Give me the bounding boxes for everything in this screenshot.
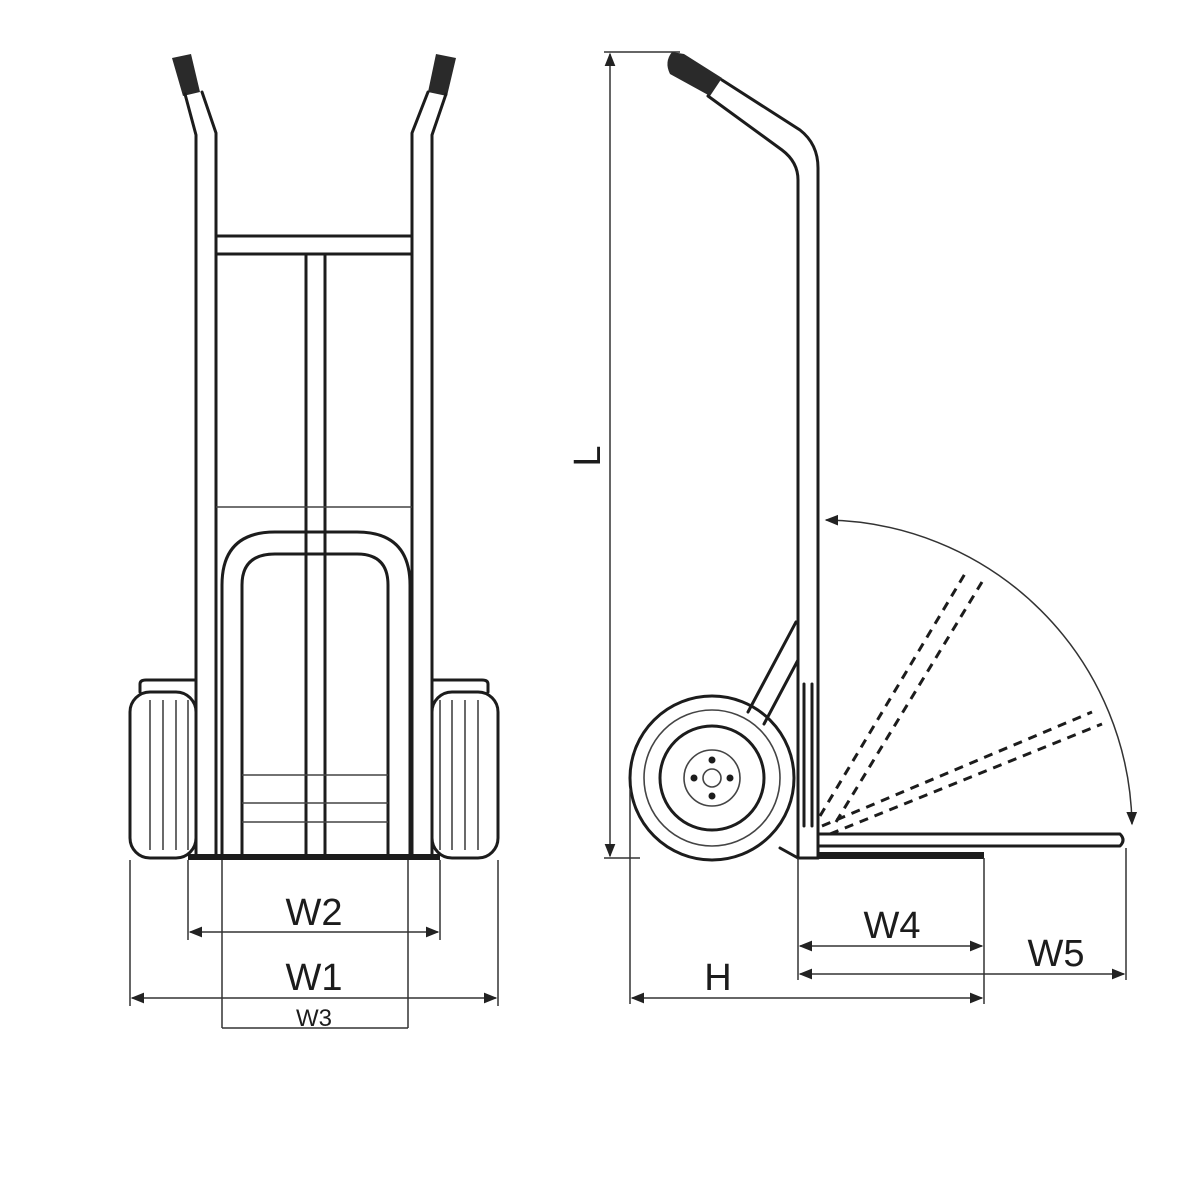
dimension-w2: W2 [187,860,441,940]
lower-u-frame [220,530,412,858]
w2-label: W2 [286,892,343,934]
dimension-w5: W5 [798,848,1127,980]
top-cross-bar [214,234,414,256]
left-frame-rail [183,90,218,860]
left-wheel-icon [128,678,198,860]
right-grip-icon [428,54,456,96]
dimension-w4: W4 [797,858,985,1004]
h-label: H [704,957,731,999]
dimension-l: L [567,51,680,859]
dimension-h: H [629,790,984,1004]
side-view: L W4 W5 H [567,51,1138,1004]
dimension-w3: W3 [221,860,409,1032]
rotation-arc [824,514,1138,826]
toe-plate [816,832,1125,848]
right-wheel-icon [430,678,500,860]
w3-label: W3 [296,1005,332,1032]
side-handle [706,78,820,860]
left-grip-icon [172,54,200,96]
base-plate [188,854,440,860]
right-frame-rail [410,90,448,860]
l-label: L [567,445,609,466]
front-view: W2 W1 W3 [128,54,500,1032]
dimension-w1: W1 [129,860,499,1006]
fold-positions [818,571,1103,836]
side-grip-icon [667,52,722,96]
w1-label: W1 [286,957,343,999]
w5-label: W5 [1028,933,1085,975]
side-brace [746,620,800,726]
side-wheel-icon [628,694,796,862]
w4-label: W4 [864,905,921,947]
